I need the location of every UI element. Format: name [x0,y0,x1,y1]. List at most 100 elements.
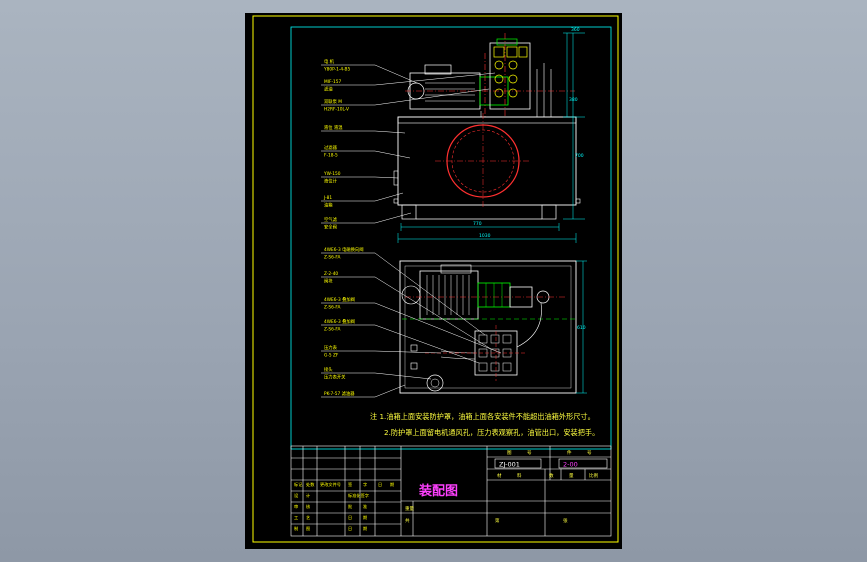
plan-callout-sublabel: Z-S6-FA [324,305,341,311]
pressure-gauge-inner [430,378,440,388]
front-callout-leader [374,64,418,84]
assembly-drawing: 770 1030 360 380 700 电 机Y80P-1-4-B5MIF-1… [252,15,619,543]
title-block-cell: 标记 [294,481,303,488]
dim-h-pump: 380 [569,97,578,103]
front-callout-sublabel: H2RF-10L-V [324,107,349,113]
motor-terminal-box [424,64,452,75]
plan-callout-sublabel: G-5 ZF [324,353,339,359]
front-callout-sublabel: 油箱 [324,202,333,209]
title-block-cell: 日 [348,515,352,521]
note-line-1: 注 1.油箱上面安装防护罩，油箱上面各安装件不能超出油箱外形尺寸。 [370,412,595,421]
plan-callout-label: 压力表 [324,344,338,351]
title-block [290,445,612,537]
tb-row2-5: 比例 [589,472,598,479]
motor-plan [419,270,479,320]
drawing-title: 装配图 [418,483,458,499]
front-callout-label: 电 机 [324,58,335,65]
dim-h-top: 360 [571,27,580,33]
front-callout-leader [374,212,412,224]
dim-front-total: 1030 [479,233,491,239]
plan-red-lines [425,325,525,381]
front-pipes [480,63,552,117]
fitting-small-2 [410,362,418,370]
front-callout-leader [374,130,406,134]
plan-callout-label: 接头 [324,366,333,373]
tb-row2-1: 材 [497,472,502,479]
tb-header-3: 件 [567,449,572,456]
fitting-small [410,344,418,352]
title-block-cell: 标准化签字 [348,492,369,499]
drain-plug [393,198,399,204]
plan-callout-leader [374,302,502,354]
title-block-cell: 核 [306,503,311,510]
drawing-code: 2-00 [563,461,578,469]
front-callout-label: 空气滤 [324,216,338,223]
pressure-gauge-plan [426,374,444,392]
tank-leg-left [401,204,417,220]
plan-callout-sublabel: 阀块 [324,278,333,285]
note-line-2: 2.防护罩上面留电机通风孔，压力表观察孔，油管出口，安装把手。 [384,428,599,437]
tank-plan-outline [399,260,577,394]
drawing-number: ZJ-001 [499,461,520,469]
title-block-cell: 设 [294,492,299,499]
front-callout-leader [374,150,411,159]
tb-header-4: 号 [587,450,592,456]
title-block-cell: 日 [348,526,352,532]
front-view: 770 1030 360 380 700 [393,27,585,243]
plan-callout-label: PK-7-57 滤油器 [324,390,355,397]
title-block-cell: 期 [363,526,367,532]
plan-view: 610 [399,260,587,394]
front-callout-leader [374,176,399,179]
title-block-cell: 制 [294,525,298,532]
tb-header-2: 号 [527,450,532,456]
tb-row2-3: 数 [549,472,554,479]
motor-plan-fan [401,285,421,305]
valve-top-manifold [496,38,518,46]
front-callout-label: MIF-157 [324,79,341,85]
valve-stack-details [493,46,528,98]
title-block-cell: 工 [294,515,298,520]
tb-page: 张 [563,517,568,524]
title-block-cell: 日 [378,482,382,488]
title-block-cell: 批 [348,503,353,510]
front-callout-label: 双联泵 M [324,98,342,105]
plan-callout-leader [374,276,492,350]
plan-callout-label: 4WE6-3 叠加阀 [324,318,355,325]
title-block-cell: 期 [390,482,394,488]
tb-sheet: 第 [495,517,500,524]
tb-row2-4: 量 [569,472,574,479]
coupling-details [485,283,503,307]
title-block-left-rows: 标记处数更改文件号签字日期设计标准化签字审核批准工艺日期制图日期 [294,481,394,532]
front-callout-label: YW-150 [323,171,341,177]
front-callout-leader [374,88,490,106]
plan-callout-leader [374,372,432,380]
motor-plan-terminal [440,264,472,274]
valve-stack [489,42,531,110]
title-block-cell: 准 [363,503,367,510]
motor-fins [425,82,475,102]
plan-callout-sublabel: Z-S6-FA [324,255,341,261]
title-block-cell: 审 [294,503,298,510]
front-callout-sublabel: 安全阀 [324,224,337,231]
front-dimension-lines [397,32,585,243]
title-block-cell: 计 [306,492,310,499]
title-block-cell: 艺 [306,515,310,520]
plan-callout-leader [374,324,480,364]
front-callout-sublabel: 滤油 [324,86,333,93]
tank-cover-plate [397,116,577,124]
valve-block-parts [478,334,512,372]
front-callout-label: 液位 液温 [324,124,343,131]
title-block-cell: 更改文件号 [320,481,341,488]
title-block-cell: 图 [306,526,310,532]
tb-weight: 重量 [405,505,414,512]
plan-callout-sublabel: Z-S6-FA [324,327,341,333]
title-block-cell: 签 [348,481,353,487]
tb-row2-2: 料 [517,472,522,479]
front-callout-sublabel: 液位计 [324,178,338,185]
front-callout-leader [374,72,496,86]
return-port [575,198,581,204]
code-box [558,458,608,469]
